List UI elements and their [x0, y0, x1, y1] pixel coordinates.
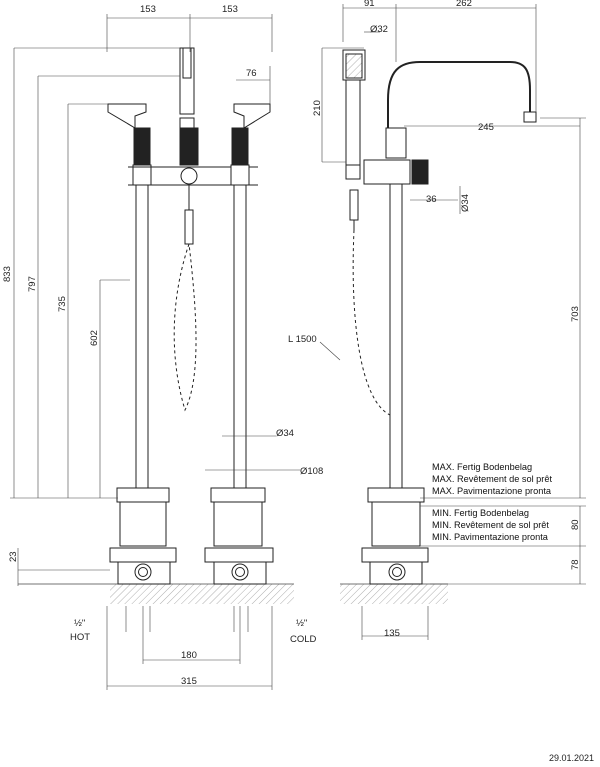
floor-hatch-front: [110, 584, 294, 604]
cold-label: COLD: [290, 634, 317, 645]
dim-23: 23: [8, 551, 19, 562]
drawing-date: 29.01.2021: [548, 753, 594, 763]
dim-column-diameter: Ø34: [460, 194, 471, 212]
dim-base-diameter: Ø108: [300, 466, 323, 477]
right-column: [204, 103, 274, 585]
dim-833: 833: [2, 266, 13, 282]
dim-602: 602: [89, 330, 100, 346]
hose-length: L 1500: [288, 334, 317, 345]
note-max-de: MAX. Fertig Bodenbelag: [432, 462, 532, 472]
dim-top-left: 153: [140, 4, 156, 15]
front-view: [18, 47, 294, 604]
dim-245: 245: [478, 122, 494, 133]
dim-735: 735: [57, 296, 68, 312]
side-dimension-lines: [319, 4, 586, 640]
note-max-it: MAX. Pavimentazione pronta: [432, 486, 552, 496]
dim-spout-side: 76: [246, 68, 257, 79]
dim-135: 135: [384, 628, 400, 639]
dim-180: 180: [181, 650, 197, 661]
dim-91: 91: [364, 0, 375, 9]
center-column: [128, 47, 258, 412]
dim-handshower-diameter: Ø32: [370, 24, 388, 35]
dim-703: 703: [570, 306, 581, 322]
note-min-fr: MIN. Revêtement de sol prêt: [432, 520, 549, 530]
left-column: [107, 103, 177, 585]
note-min-de: MIN. Fertig Bodenbelag: [432, 508, 529, 518]
cold-size: ½": [296, 618, 307, 629]
side-view: [340, 49, 537, 604]
note-max-fr: MAX. Revêtement de sol prêt: [432, 474, 552, 484]
front-dimension-lines: [10, 14, 300, 690]
hot-label: HOT: [70, 632, 90, 643]
dim-80: 80: [570, 519, 581, 530]
hot-size: ½": [74, 618, 85, 629]
dim-210: 210: [312, 100, 323, 116]
front-labels: 153 153 76 833 797 735 602 Ø34 Ø108 23 ½…: [2, 4, 323, 687]
floor-hatch-side: [340, 584, 448, 604]
note-min-it: MIN. Pavimentazione pronta: [432, 532, 549, 542]
dim-262: 262: [456, 0, 472, 9]
dim-pipe-diameter: Ø34: [276, 428, 294, 439]
dim-315: 315: [181, 676, 197, 687]
dim-797: 797: [27, 276, 38, 292]
dim-top-right: 153: [222, 4, 238, 15]
dim-78: 78: [570, 559, 581, 570]
dim-36: 36: [426, 194, 437, 205]
side-labels: 91 262 Ø32 210 245 36 Ø34 703 L 1500 80 …: [288, 0, 581, 639]
